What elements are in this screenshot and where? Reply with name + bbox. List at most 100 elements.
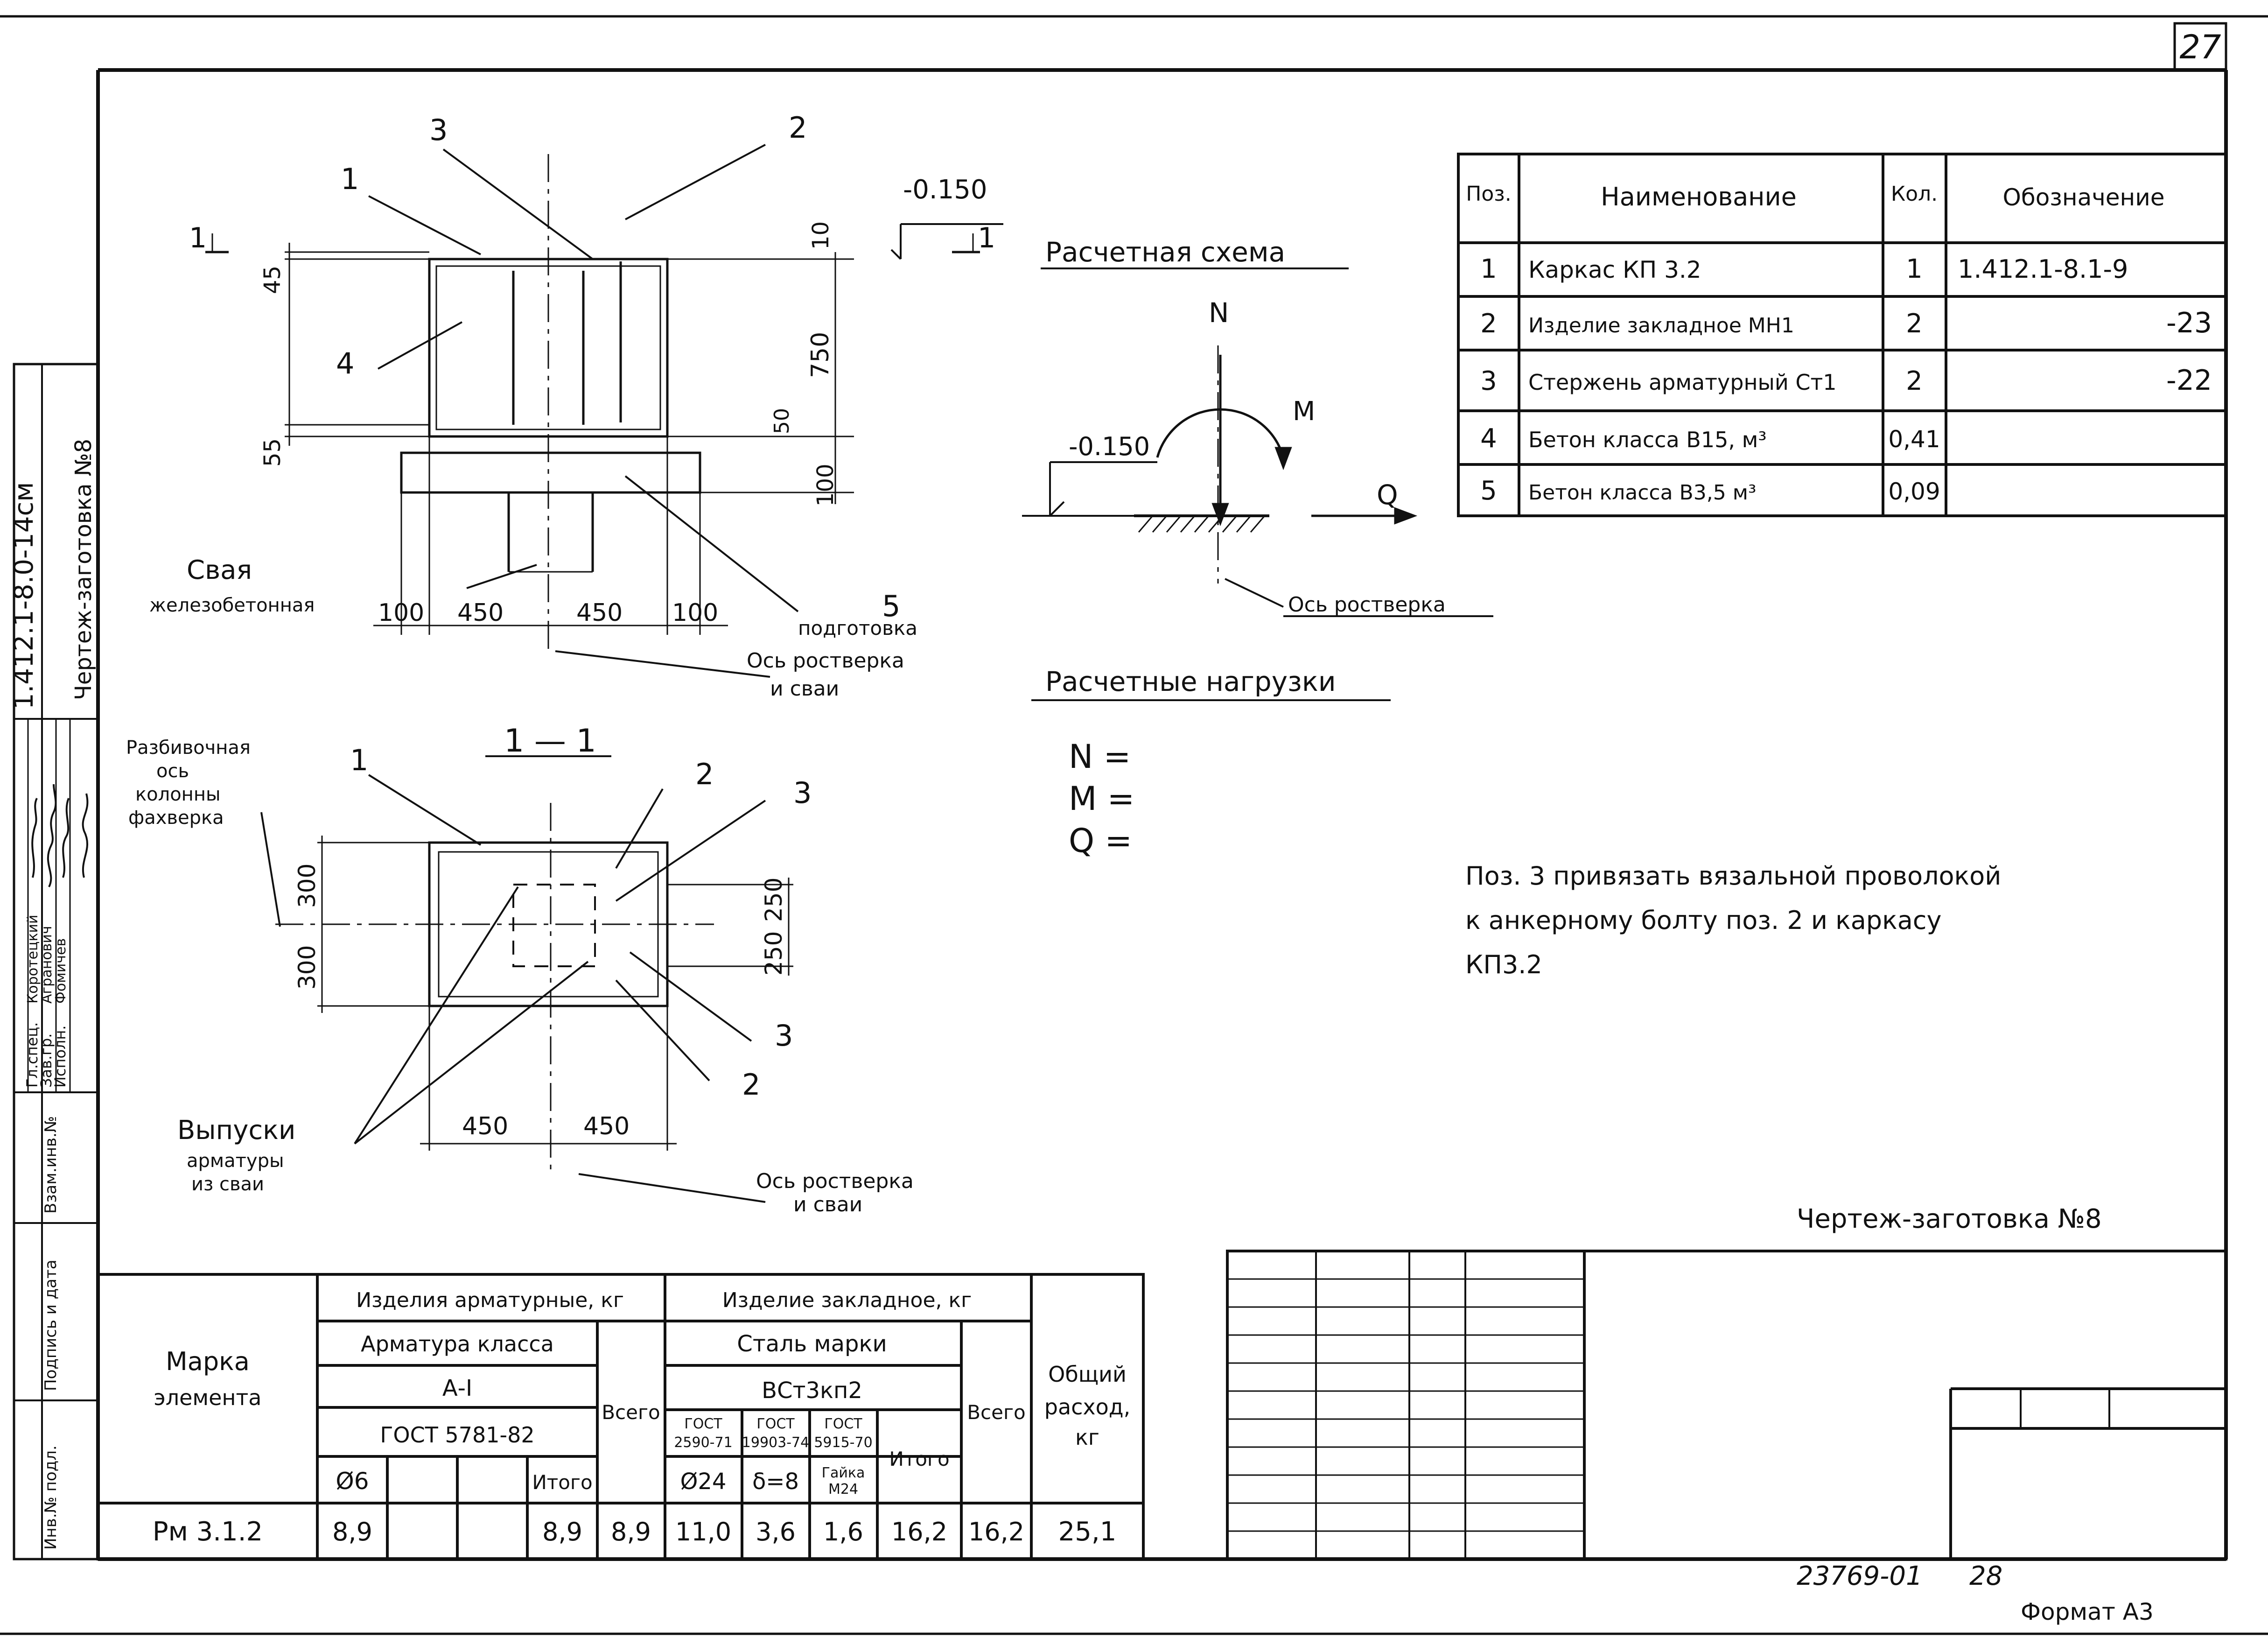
steel-h-gost3-b: 5915-70 [814, 1434, 872, 1451]
steel-cell-total: 25,1 [1058, 1517, 1117, 1547]
side-doc-title: Чертеж-заготовка №8 [70, 439, 97, 700]
side-name-2: Агранович [39, 926, 55, 1004]
steel-h-total-b: расход, [1044, 1394, 1130, 1420]
load-N: N = [1069, 738, 1131, 776]
steel-cell-d8: 3,6 [756, 1517, 796, 1547]
steel-h-rebar: Изделия арматурные, кг [356, 1288, 624, 1312]
plan-pos-3: 3 [429, 113, 448, 147]
spec-row-5-pos: 5 [1480, 476, 1497, 506]
steel-h-total1: Итого [532, 1471, 592, 1494]
section-pos-2b: 2 [742, 1068, 760, 1102]
section-layout-label-1: Разбивочная [126, 737, 251, 759]
side-role-1: Гл.спец. [23, 1022, 41, 1088]
steel-h-rebar-gost: ГОСТ 5781-82 [380, 1422, 534, 1448]
spec-row-2-code: -23 [2166, 307, 2212, 339]
stamp-number: 23769-01 [1797, 1561, 1923, 1591]
steel-h-d24: Ø24 [680, 1469, 727, 1495]
steel-cell-d24: 11,0 [675, 1517, 731, 1547]
steel-h-all2: Всего [967, 1401, 1026, 1424]
steel-h-d8: δ=8 [752, 1469, 799, 1495]
plan-prep-label: подготовка [798, 617, 917, 640]
steel-h-rebar-class: Арматура класса [361, 1331, 554, 1357]
calc-N: N [1209, 297, 1229, 329]
spec-row-1-pos: 1 [1480, 254, 1497, 284]
section-pos-2a: 2 [695, 757, 714, 791]
steel-cell-mark: Рм 3.1.2 [153, 1517, 263, 1547]
spec-row-4-pos: 4 [1480, 423, 1497, 454]
steel-cell-d6: 8,9 [332, 1517, 372, 1547]
steel-h-gost1-b: 2590-71 [674, 1434, 732, 1451]
loads-title: Расчетные нагрузки [1045, 666, 1336, 697]
plan-dim-100-v: 100 [812, 464, 839, 506]
side-field-2: Подпись и дата [42, 1259, 60, 1391]
plan-dim-10: 10 [808, 221, 834, 250]
steel-h-mark-2: элемента [154, 1385, 261, 1410]
section-axis-label-1: Ось ростверка [756, 1169, 914, 1193]
plan-dim-450-right: 450 [576, 599, 623, 627]
note-line-3: КП3.2 [1465, 950, 1542, 979]
spec-row-1-name: Каркас КП 3.2 [1528, 256, 1701, 283]
spec-row-5-name: Бетон класса В3,5 м³ [1528, 481, 1757, 505]
spec-row-5-qty: 0,09 [1888, 478, 1940, 505]
steel-h-gost3-a: ГОСТ [824, 1416, 862, 1432]
plan-pile-label-1: Свая [187, 555, 252, 585]
calc-scheme [1022, 267, 1493, 617]
section-layout-label-2: ось [156, 760, 189, 782]
plan-pos-2: 2 [789, 111, 807, 145]
page-number: 27 [2179, 28, 2221, 66]
side-name-3: Фомичев [53, 938, 69, 1004]
steel-h-gost2-a: ГОСТ [756, 1416, 795, 1432]
signatures [31, 784, 89, 887]
steel-cell-nut: 1,6 [823, 1517, 863, 1547]
section-pos-1: 1 [350, 743, 368, 777]
plan-pos-1: 1 [341, 162, 359, 196]
steel-h-d6: Ø6 [336, 1468, 369, 1495]
spec-row-4-qty: 0,41 [1888, 426, 1940, 453]
load-M: M = [1069, 780, 1134, 818]
section-layout-label-4: фахверка [128, 807, 224, 829]
plan-dim-450-left: 450 [457, 599, 504, 627]
spec-row-2-qty: 2 [1906, 309, 1923, 339]
spec-row-2-pos: 2 [1480, 309, 1497, 339]
spec-header-name: Наименование [1601, 182, 1797, 211]
spec-header-qty: Кол. [1891, 182, 1938, 206]
plan-level: -0.150 [903, 175, 987, 205]
calc-Q: Q [1377, 479, 1398, 511]
steel-cell-all1: 8,9 [611, 1517, 651, 1547]
spec-row-3-code: -22 [2166, 364, 2212, 397]
steel-h-rebar-grade: А-I [442, 1375, 472, 1401]
side-name-1: Коротецкий [25, 914, 41, 1004]
plan-pile-label-2: железобетонная [149, 595, 315, 616]
spec-header-pos: Поз. [1466, 182, 1511, 206]
steel-h-all1: Всего [602, 1401, 660, 1424]
format-label: Формат А3 [2021, 1598, 2154, 1625]
steel-h-mark-1: Марка [166, 1347, 250, 1376]
steel-h-total-c: кг [1075, 1425, 1099, 1450]
title-block [1226, 1250, 2227, 1561]
steel-h-gost1-a: ГОСТ [684, 1416, 722, 1432]
spec-row-3-qty: 2 [1906, 366, 1923, 396]
section-out-label-1: Выпуски [177, 1115, 295, 1146]
section-axis-label-2: и сваи [793, 1193, 862, 1216]
section-dim-450-left: 450 [462, 1112, 508, 1140]
plan-dim-750: 750 [806, 332, 834, 378]
side-role-3: Исполн. [51, 1025, 69, 1088]
section-dim-300-top: 300 [294, 864, 321, 908]
spec-row-3-pos: 3 [1480, 366, 1497, 396]
section-dim-250-top: 250 [760, 878, 787, 922]
steel-h-embed: Изделие закладное, кг [722, 1288, 972, 1312]
steel-h-total2: Итого [889, 1448, 949, 1470]
calc-scheme-title: Расчетная схема [1045, 236, 1285, 268]
side-role-2: Зав.гр. [37, 1033, 55, 1088]
plan-dim-50: 50 [770, 408, 794, 434]
side-doc-code: 1.412.1-8.0-14см [9, 482, 39, 710]
section-title: 1 — 1 [504, 723, 596, 759]
section-dim-250-bottom: 250 [760, 931, 787, 976]
plan-dim-100-right: 100 [672, 599, 718, 627]
plan-axis-label-2: и сваи [770, 677, 839, 701]
plan-pos-4: 4 [336, 346, 354, 380]
stamp-sheet: 28 [1969, 1561, 2002, 1591]
plan-section-mark-right: 1 [978, 222, 995, 254]
section-pos-3a: 3 [793, 776, 812, 810]
